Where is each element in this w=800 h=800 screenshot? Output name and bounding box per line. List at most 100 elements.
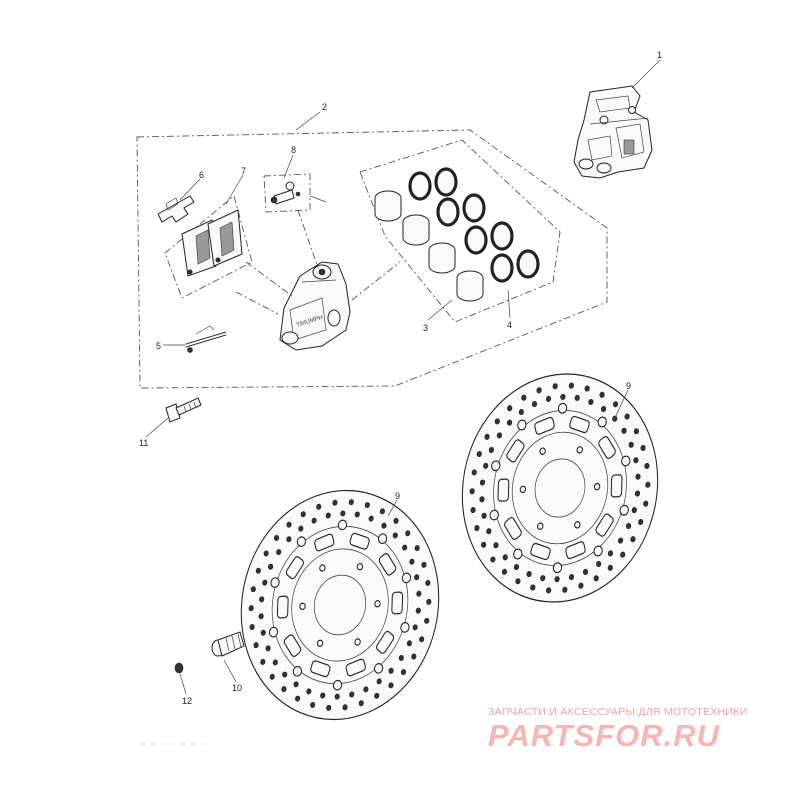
carrier-window: [598, 435, 616, 459]
brake-disc-left: [240, 489, 440, 721]
bolt-hole: [356, 562, 364, 571]
vent-hole: [364, 502, 370, 509]
vent-hole: [496, 432, 503, 439]
vent-hole: [414, 545, 420, 552]
vent-hole: [501, 568, 508, 575]
vent-hole: [540, 575, 546, 582]
vent-hole: [536, 387, 542, 394]
vent-hole: [409, 558, 415, 565]
float-button: [513, 548, 523, 560]
callout-6: 6: [199, 170, 204, 180]
callout-3: 3: [423, 323, 428, 333]
carrier-window: [595, 513, 614, 537]
vent-hole: [263, 550, 269, 557]
callout-1: 1: [657, 50, 662, 60]
vent-hole: [628, 441, 634, 448]
float-button: [377, 533, 388, 545]
carrier-window: [314, 533, 335, 552]
bolt-hole: [593, 482, 601, 491]
bolt-hole: [539, 447, 546, 455]
caliper-mount-bolt: [165, 397, 202, 423]
vent-hole: [479, 479, 486, 486]
vent-hole: [381, 522, 387, 529]
float-button: [597, 416, 607, 428]
callout-8: 8: [291, 145, 296, 155]
vent-hole: [421, 561, 427, 568]
vent-hole: [633, 457, 639, 464]
vent-hole: [474, 525, 480, 532]
bolt-hole: [299, 602, 306, 611]
carrier-window: [565, 541, 586, 560]
float-button: [270, 577, 280, 588]
pad-spring: [157, 195, 195, 223]
vent-hole: [293, 681, 299, 688]
vent-hole: [521, 394, 527, 401]
vent-hole: [326, 704, 332, 711]
vent-hole: [393, 517, 399, 524]
float-button: [401, 572, 412, 584]
vent-hole: [545, 395, 552, 402]
vent-hole: [470, 507, 476, 514]
bolt-hole: [316, 639, 324, 648]
float-button: [517, 419, 527, 431]
vent-hole: [412, 624, 418, 631]
vent-hole: [253, 642, 259, 649]
disc-carrier-windows-right: [489, 402, 631, 574]
vent-hole: [374, 692, 380, 699]
vent-hole: [621, 427, 627, 434]
float-button: [337, 519, 348, 531]
vent-hole: [348, 499, 354, 506]
vent-hole: [269, 673, 275, 680]
carrier-window: [497, 478, 510, 502]
carrier-window: [534, 416, 555, 435]
vent-hole: [600, 405, 607, 413]
carrier-window: [349, 532, 370, 550]
vent-hole: [620, 551, 626, 558]
vent-hole: [248, 605, 254, 612]
vent-hole: [624, 413, 630, 420]
callout-4: 4: [507, 320, 512, 330]
vent-hole: [282, 671, 288, 678]
vent-hole: [400, 669, 407, 676]
vent-hole: [311, 517, 317, 524]
vent-hole: [340, 510, 346, 517]
vent-hole: [414, 574, 420, 581]
vent-hole: [250, 586, 256, 593]
vent-hole: [272, 659, 278, 666]
piston-seals: [408, 167, 540, 283]
vent-hole: [481, 541, 487, 548]
vent-hole: [634, 490, 641, 497]
vent-hole: [526, 570, 532, 578]
disc-bolt-holes-left: [299, 562, 381, 648]
vent-hole: [546, 587, 552, 594]
vent-hole: [630, 536, 636, 543]
vent-hole: [262, 579, 268, 586]
vent-hole: [286, 521, 292, 528]
pistons: [374, 190, 484, 302]
float-button: [400, 622, 410, 633]
vent-hole: [574, 394, 580, 401]
float-button: [491, 460, 501, 472]
vent-hole: [310, 701, 316, 708]
callout-12: 12: [182, 696, 192, 706]
callout-leaders: [145, 59, 661, 695]
vent-hole: [645, 481, 651, 488]
vent-hole: [306, 688, 312, 695]
bolt-hole: [576, 446, 583, 454]
vent-hole: [426, 598, 432, 605]
vent-hole: [332, 499, 338, 506]
bolt-hole: [574, 521, 581, 529]
vent-hole: [476, 450, 482, 458]
carrier-window: [376, 630, 395, 654]
watermark-brand: PARTSFOR.RU: [488, 718, 721, 753]
carrier-window: [378, 553, 397, 576]
disc-bolt: [211, 631, 245, 657]
vent-hole: [363, 686, 369, 693]
vent-hole: [562, 586, 568, 593]
vent-hole: [320, 692, 326, 699]
brake-disc-right: [461, 373, 659, 603]
vent-hole: [316, 503, 322, 510]
float-button: [292, 665, 303, 677]
vent-hole: [479, 496, 485, 503]
